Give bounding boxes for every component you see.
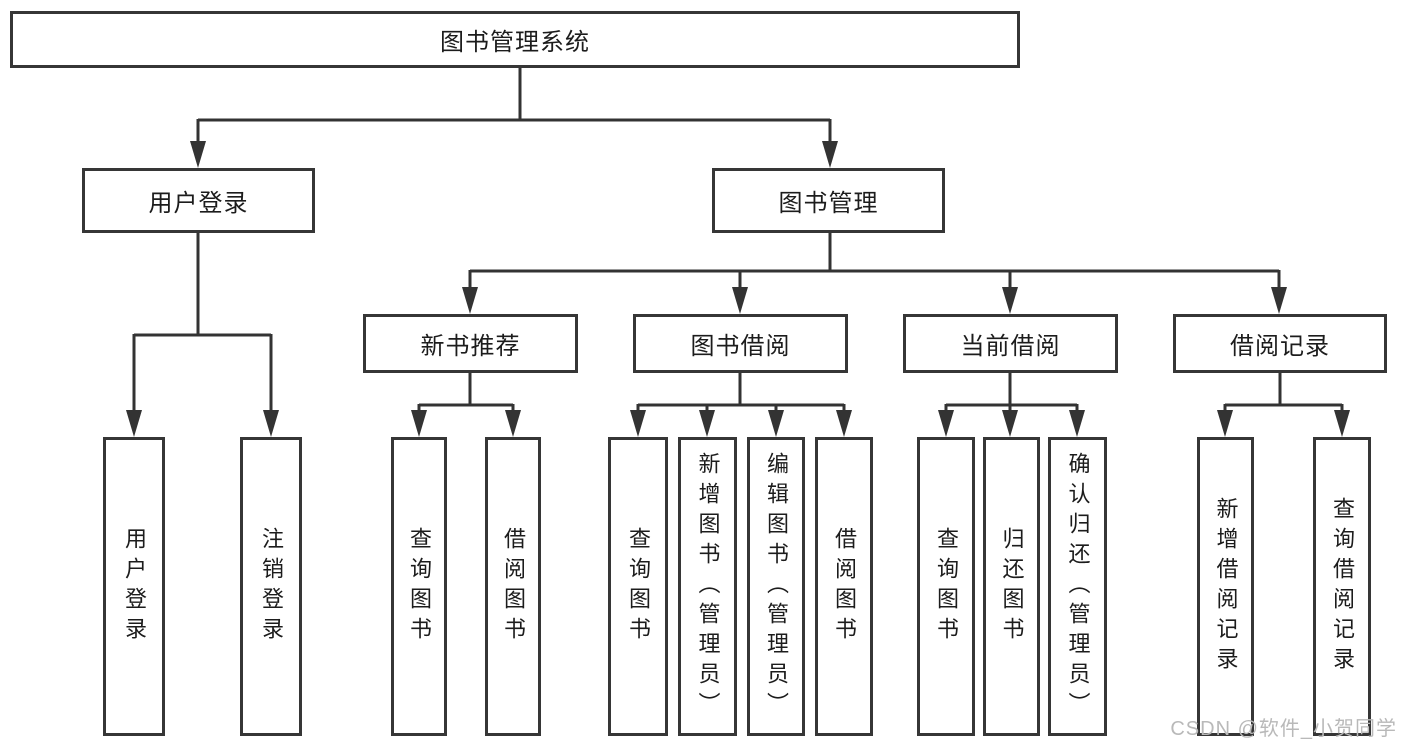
leaf-add-books-admin: 新增图书（管理员） <box>678 437 737 736</box>
leaf-query-books-current: 查询图书 <box>917 437 975 736</box>
leaf-label: 查询图书 <box>407 526 432 647</box>
node-book-management: 图书管理 <box>712 168 945 233</box>
leaf-label: 确认归还（管理员） <box>1065 451 1091 722</box>
leaf-add-borrow-record: 新增借阅记录 <box>1197 437 1254 736</box>
leaf-borrow-books-recommend: 借阅图书 <box>485 437 541 736</box>
leaf-label: 编辑图书（管理员） <box>764 451 789 722</box>
arrowhead-icons <box>126 141 1350 437</box>
leaf-label: 归还图书 <box>999 526 1025 647</box>
leaf-label: 用户登录 <box>122 526 147 647</box>
node-user-login: 用户登录 <box>82 168 315 233</box>
leaf-logout: 注销登录 <box>240 437 302 736</box>
leaf-confirm-return-admin: 确认归还（管理员） <box>1048 437 1107 736</box>
leaf-edit-books-admin: 编辑图书（管理员） <box>747 437 805 736</box>
leaf-return-books: 归还图书 <box>983 437 1040 736</box>
node-book-borrowing: 图书借阅 <box>633 314 848 373</box>
node-borrowing-records: 借阅记录 <box>1173 314 1387 373</box>
leaf-label: 借阅图书 <box>832 526 857 647</box>
leaf-borrow-books: 借阅图书 <box>815 437 873 736</box>
leaf-label: 注销登录 <box>259 526 284 647</box>
leaf-label: 查询图书 <box>626 526 651 647</box>
leaf-query-borrow-record: 查询借阅记录 <box>1313 437 1371 736</box>
node-library-management-system: 图书管理系统 <box>10 11 1020 68</box>
leaf-user-login: 用户登录 <box>103 437 165 736</box>
node-current-borrowing: 当前借阅 <box>903 314 1118 373</box>
leaf-label: 借阅图书 <box>501 526 526 647</box>
node-new-book-recommend: 新书推荐 <box>363 314 578 373</box>
leaf-label: 新增图书（管理员） <box>695 451 721 722</box>
leaf-query-books-borrow: 查询图书 <box>608 437 668 736</box>
leaf-query-books-recommend: 查询图书 <box>391 437 447 736</box>
csdn-watermark: CSDN @软件_小贺同学 <box>1170 718 1397 740</box>
leaf-label: 查询借阅记录 <box>1330 496 1355 677</box>
leaf-label: 查询图书 <box>934 526 959 647</box>
leaf-label: 新增借阅记录 <box>1213 496 1239 677</box>
